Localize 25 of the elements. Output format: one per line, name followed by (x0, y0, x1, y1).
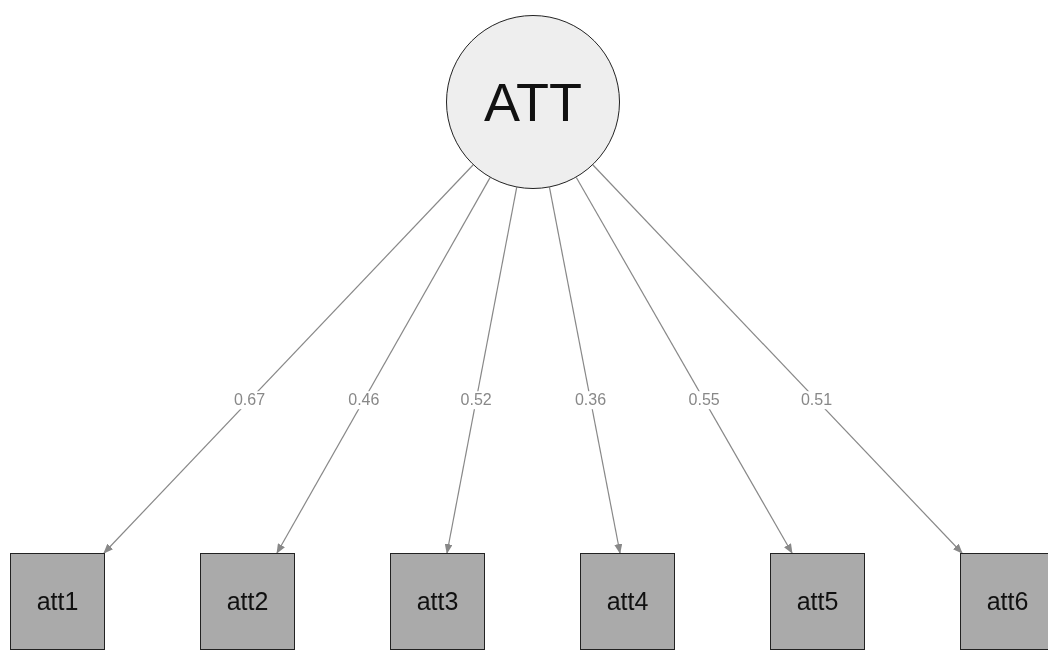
variable-name: att3 (416, 587, 459, 616)
variable-name: att1 (36, 587, 79, 616)
edge-label: 0.52 (459, 391, 493, 409)
observed-variable-box (200, 553, 295, 650)
observed-variable-box (390, 553, 485, 650)
observed-variable-box (10, 553, 105, 650)
arrow (103, 164, 474, 554)
observed-variable-box (580, 553, 675, 650)
arrow (276, 177, 491, 554)
arrow (444, 186, 518, 554)
arrow (592, 164, 963, 554)
observed-variable-box (770, 553, 865, 650)
edge-label: 0.36 (573, 391, 608, 409)
arrow (575, 176, 793, 554)
variable-name: att5 (796, 587, 839, 616)
variable-name: att4 (606, 587, 649, 616)
variable-name: ATT (484, 71, 582, 133)
arrow (548, 186, 623, 554)
edge-label: 0.46 (347, 391, 381, 409)
observed-variable-box (960, 553, 1048, 650)
edge-label: 0.51 (799, 391, 833, 409)
edge-label: 0.67 (232, 391, 267, 409)
edge-label: 0.55 (687, 391, 721, 409)
variable-name: att6 (986, 587, 1029, 616)
variable-name: att2 (226, 587, 269, 616)
